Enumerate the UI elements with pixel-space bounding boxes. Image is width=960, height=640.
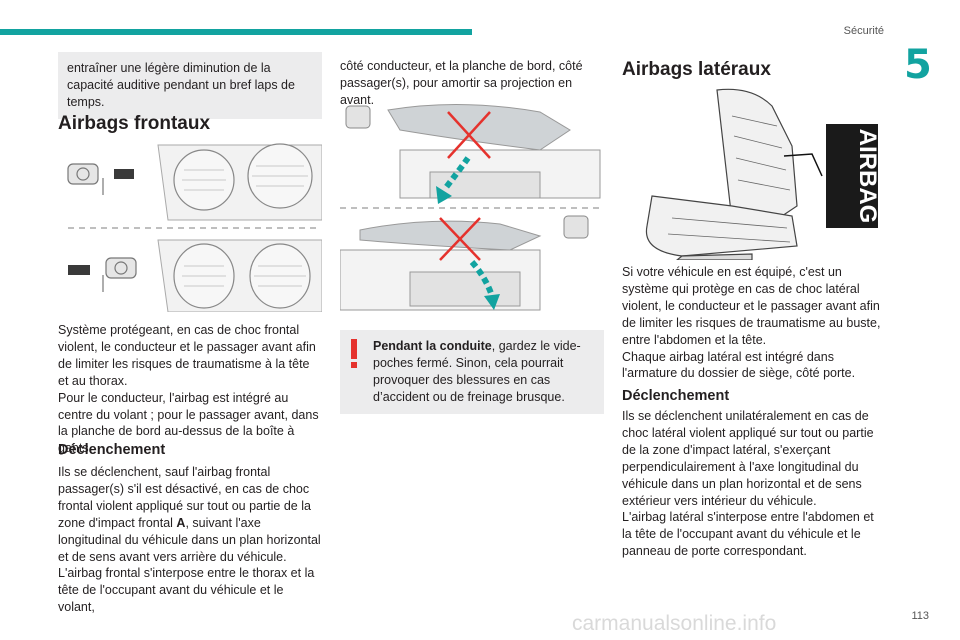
side-airbags-description: Si votre véhicule en est équipé, c'est u…: [622, 264, 886, 382]
seat-illustration: AIRBAG: [645, 88, 881, 260]
warning-bold: Pendant la conduite: [373, 339, 492, 353]
side-trigger-title: Déclenchement: [622, 388, 730, 404]
airbag-label-text: AIRBAG: [854, 129, 881, 224]
exclamation-icon: [351, 339, 357, 368]
watermark: carmanualsonline.info: [572, 612, 777, 635]
warning-box: Pendant la conduite, gardez le vide-poch…: [340, 330, 604, 414]
front-para-1: Système protégeant, en cas de choc front…: [58, 323, 316, 388]
chapter-number: 5: [904, 42, 932, 88]
continuation-note: entraîner une légère diminution de la ca…: [58, 52, 322, 119]
side-trigger-para-1: Ils se déclenchent unilatéralement en ca…: [622, 409, 874, 508]
front-continued-text: côté conducteur, et la planche de bord, …: [340, 58, 604, 109]
glovebox-illustration: [340, 103, 604, 311]
side-trigger-para-2: L'airbag latéral s'interpose entre l'abd…: [622, 510, 874, 559]
driver-icon-top: [67, 163, 104, 195]
col2-para-1: côté conducteur, et la planche de bord, …: [340, 59, 583, 107]
arrow-bottom: [469, 260, 495, 297]
front-trigger-text-a: Ils se déclenchent, sauf l'airbag fronta…: [58, 465, 311, 530]
front-trigger-description: Ils se déclenchent, sauf l'airbag fronta…: [58, 464, 322, 616]
side-para-2: Chaque airbag latéral est intégré dans l…: [622, 349, 856, 381]
front-trigger-para-1: Ils se déclenchent, sauf l'airbag fronta…: [58, 464, 322, 565]
cross-mark-top: [447, 111, 491, 159]
page-number: 113: [911, 610, 929, 622]
front-para-2: Pour le conducteur, l'airbag est intégré…: [58, 390, 319, 456]
driver-icon-bottom: [102, 257, 137, 292]
front-airbags-illustration: [67, 143, 322, 312]
front-trigger-para-2: L'airbag frontal s'interpose entre le th…: [58, 566, 315, 615]
warning-text: Pendant la conduite, gardez le vide-poch…: [349, 338, 595, 406]
dashboard-bottom-view: [340, 220, 542, 311]
front-airbags-title: Airbags frontaux: [58, 113, 211, 134]
pointer-line: [783, 153, 823, 177]
side-para-1: Si votre véhicule en est équipé, c'est u…: [622, 265, 881, 347]
seat-icon-bottom: [563, 215, 589, 239]
airbag-label-box: [826, 124, 878, 228]
front-trigger-text-b: , suivant l'axe longitudinal du véhicule…: [58, 515, 321, 564]
note-text: entraîner une légère diminution de la ca…: [67, 61, 295, 109]
warning-rest: , gardez le vide-poches fermé. Sinon, ce…: [373, 339, 581, 404]
dashboard-top-view: [387, 103, 601, 199]
arrow-top: [441, 156, 471, 192]
seat-icon-top: [345, 105, 371, 129]
front-trigger-title: Déclenchement: [58, 442, 166, 458]
header-accent-bar: [0, 29, 472, 35]
side-trigger-description: Ils se déclenchent unilatéralement en ca…: [622, 408, 886, 560]
seat-drawing: [645, 88, 798, 260]
section-label: Sécurité: [843, 25, 884, 37]
front-airbags-description: Système protégeant, en cas de choc front…: [58, 322, 322, 457]
side-airbags-title: Airbags latéraux: [622, 59, 771, 80]
impact-zone-letter: A: [176, 515, 186, 530]
cross-mark-bottom: [439, 217, 481, 261]
